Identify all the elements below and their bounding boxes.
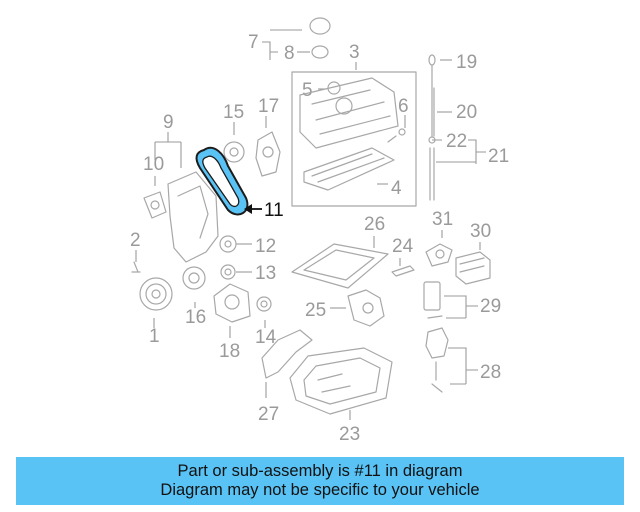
oil-cooler (455, 251, 491, 285)
callout-29: 29 (480, 296, 501, 317)
callout-31: 31 (432, 209, 453, 230)
leader-lines (135, 29, 486, 420)
callout-30: 30 (470, 221, 491, 242)
callout-18: 18 (219, 341, 240, 362)
callout-20: 20 (456, 102, 477, 123)
water-pump (213, 283, 272, 323)
callout-9: 9 (163, 112, 174, 133)
callout-12: 12 (255, 236, 276, 257)
callout-8: 8 (284, 43, 295, 64)
callout-7: 7 (248, 32, 259, 53)
callout-19: 19 (456, 52, 477, 73)
callout-10: 10 (143, 154, 164, 175)
camshaft-sprocket (223, 131, 281, 177)
callout-21: 21 (488, 146, 509, 167)
callout-16: 16 (185, 307, 206, 328)
oil-pan (289, 347, 393, 415)
part-info-line: Part or sub-assembly is #11 in diagram (177, 462, 463, 480)
callout-15: 15 (223, 102, 244, 123)
callout-4: 4 (391, 178, 402, 199)
valve-cover-assembly (291, 71, 417, 207)
callout-22: 22 (446, 131, 467, 152)
callout-1: 1 (149, 326, 160, 347)
callout-5: 5 (302, 80, 313, 101)
filter-housing (425, 327, 449, 393)
callout-28: 28 (480, 362, 501, 383)
dipstick-assembly (428, 54, 436, 201)
oil-pump (347, 289, 385, 327)
oil-baffle (291, 243, 389, 289)
callout-13: 13 (255, 263, 276, 284)
callout-27: 27 (258, 404, 279, 425)
gasket-24 (391, 265, 415, 277)
callout-25: 25 (305, 300, 326, 321)
oil-pan-gasket (261, 329, 313, 379)
timing-cover (143, 171, 219, 263)
callout-23: 23 (339, 424, 360, 445)
vehicle-disclaimer-line: Diagram may not be specific to your vehi… (160, 481, 480, 499)
crankshaft-pulley (131, 261, 206, 311)
oil-cap (309, 17, 331, 59)
callout-11-arrow (244, 204, 262, 214)
part-info-banner: Part or sub-assembly is #11 in diagram D… (16, 457, 624, 505)
callout-2: 2 (130, 230, 141, 251)
callout-14: 14 (255, 327, 277, 348)
callout-24: 24 (392, 236, 414, 257)
callout-17: 17 (258, 96, 279, 117)
parts-diagram: 1 2 3 4 5 6 7 8 9 10 11 12 13 14 15 16 1… (130, 17, 509, 445)
idler-pulleys (219, 235, 237, 280)
oil-filter (423, 281, 443, 319)
callout-6: 6 (398, 96, 409, 117)
callout-3: 3 (349, 42, 360, 63)
timing-chain-highlight (195, 146, 249, 216)
callout-11: 11 (264, 200, 284, 221)
thermostat (425, 243, 453, 267)
callout-26: 26 (364, 214, 385, 235)
